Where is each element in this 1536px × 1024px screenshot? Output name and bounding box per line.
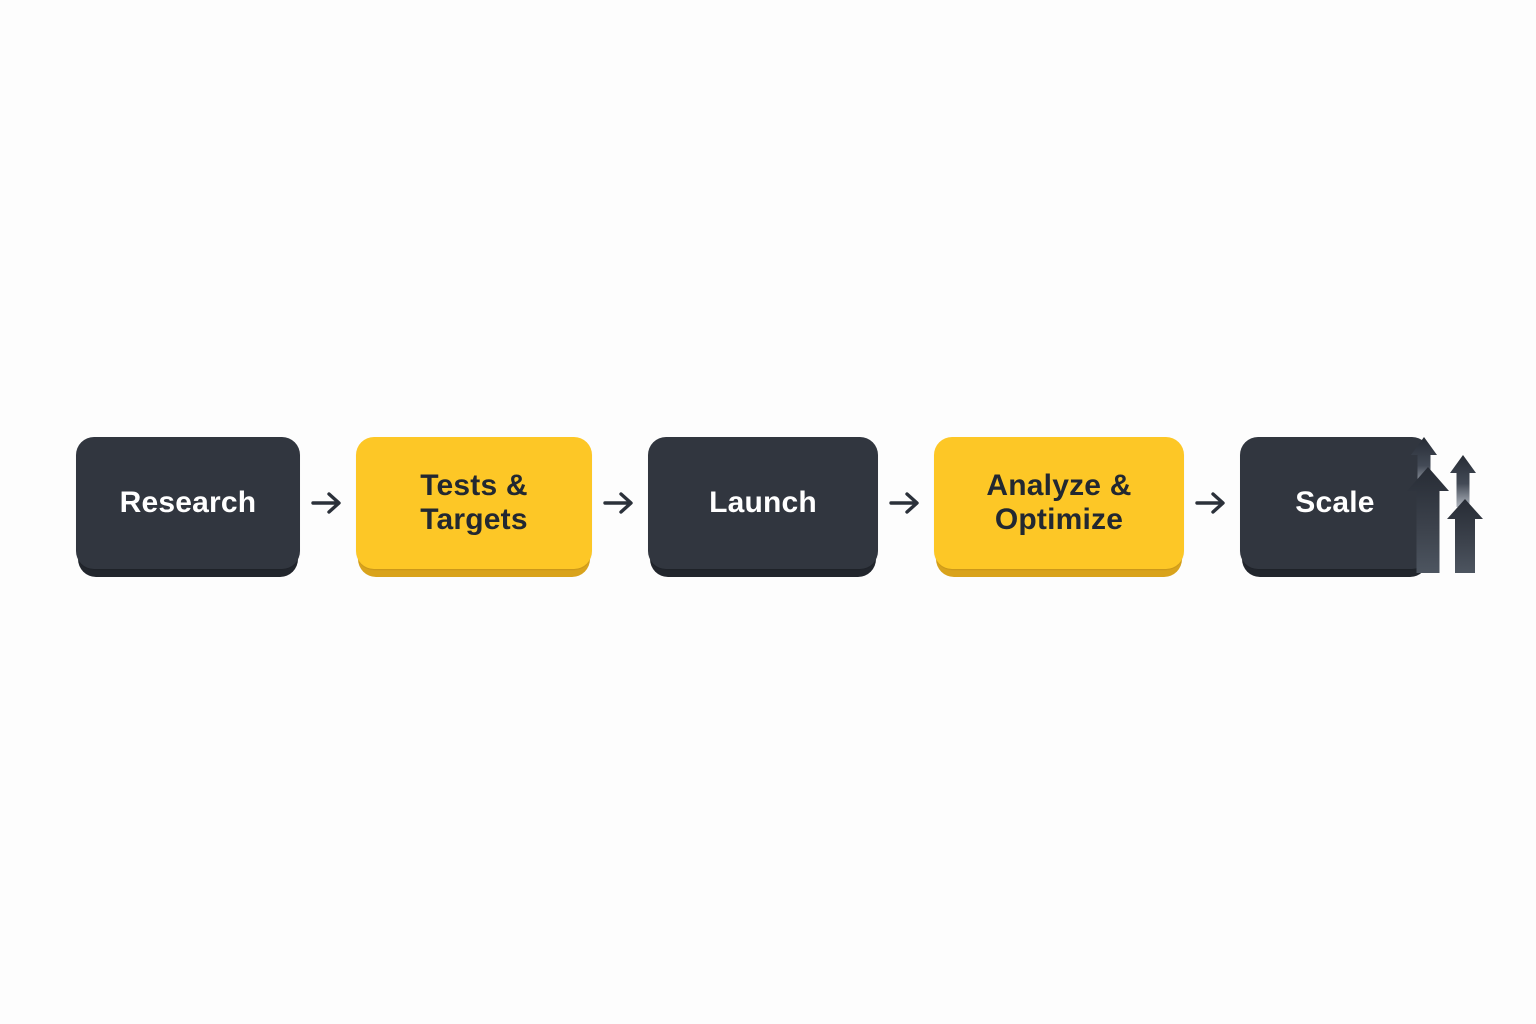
flow-step-launch-box[interactable]: Launch	[648, 437, 878, 569]
flow-step-launch[interactable]: Launch	[648, 437, 878, 579]
flow-step-tests-targets-label: Tests & Targets	[420, 468, 528, 536]
flow-step-launch-label: Launch	[709, 485, 817, 519]
flow-step-analyze-optimize-box[interactable]: Analyze & Optimize	[934, 437, 1184, 569]
flow-step-research-label: Research	[119, 485, 257, 519]
flow-step-scale[interactable]: Scale	[1240, 437, 1430, 579]
growth-arrow-3	[1407, 467, 1449, 573]
flow-connector-2	[592, 437, 648, 569]
arrow-right-icon	[603, 490, 637, 516]
flow-step-tests-targets[interactable]: Tests & Targets	[356, 437, 592, 579]
flow-step-tests-targets-box[interactable]: Tests & Targets	[356, 437, 592, 569]
arrow-right-icon	[889, 490, 923, 516]
growth-arrow-2	[1450, 455, 1476, 507]
flow-step-analyze-optimize-label: Analyze & Optimize	[986, 468, 1132, 536]
growth-arrows-icon	[1404, 433, 1500, 579]
flow-step-scale-box[interactable]: Scale	[1240, 437, 1430, 569]
flow-step-scale-label: Scale	[1295, 485, 1375, 519]
flow-connector-1	[300, 437, 356, 569]
arrow-right-icon	[311, 490, 345, 516]
flow-connector-3	[878, 437, 934, 569]
growth-arrow-4	[1447, 499, 1483, 573]
flow-connector-4	[1184, 437, 1240, 569]
flow-step-research[interactable]: Research	[76, 437, 300, 579]
flow-step-analyze-optimize[interactable]: Analyze & Optimize	[934, 437, 1184, 579]
arrow-right-icon	[1195, 490, 1229, 516]
flow-step-research-box[interactable]: Research	[76, 437, 300, 569]
process-flow-strip: Research Tests & Targets	[76, 437, 1468, 579]
